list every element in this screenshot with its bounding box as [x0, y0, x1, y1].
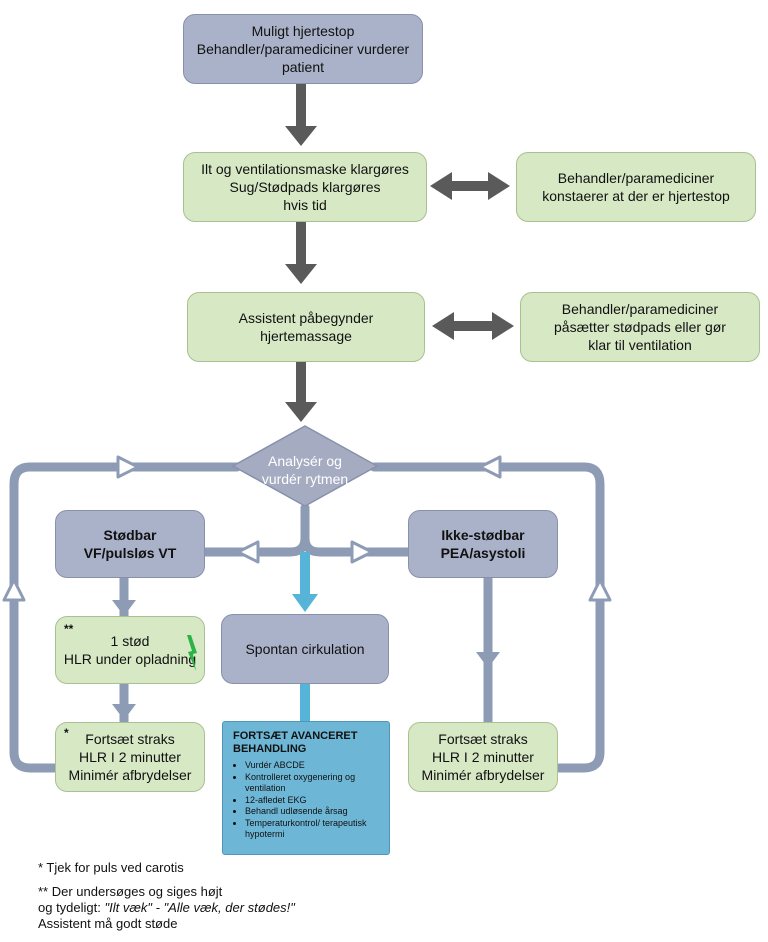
box-line: HLR under opladning — [63, 651, 197, 667]
box-line: VF/pulsløs VT — [83, 545, 177, 561]
box-line: PEA/asystoli — [440, 545, 526, 561]
box-line: patient — [281, 59, 325, 75]
box-line: hvis tid — [283, 197, 327, 213]
continue-cpr-right-box: Fortsæt straks HLR I 2 minutter Minimér … — [408, 722, 558, 792]
lightning-icon — [187, 635, 197, 671]
footnote-2: ** Der undersøges og siges højt og tydel… — [38, 884, 295, 932]
spontaneous-circulation-box: Spontan cirkulation — [221, 614, 389, 684]
non-shockable-rhythm-box: Ikke-stødbar PEA/asystoli — [408, 510, 558, 578]
note-quote: "Ilt væk" - "Alle væk, der stødes!" — [104, 900, 295, 915]
continue-cpr-left-box: Fortsæt straks HLR I 2 minutter Minimér … — [55, 722, 205, 792]
box-line: Analysér og — [268, 453, 342, 469]
box-line: Behandler/paramediciner vurderer — [196, 41, 410, 57]
advanced-treatment-box: FORTSÆT AVANCERET BEHANDLING Vurdér ABCD… — [222, 721, 390, 855]
advanced-item: 12-afledet EKG — [245, 795, 379, 807]
advanced-title: FORTSÆT AVANCERET — [233, 730, 358, 742]
prepare-equipment-box: Ilt og ventilationsmaske klargøres Sug/S… — [183, 152, 427, 222]
box-line: HLR I 2 minutter — [79, 749, 181, 765]
analyse-rhythm-label: Analysér og vurdér rytmen — [240, 452, 370, 488]
box-line: Assistent påbegynder — [238, 310, 374, 326]
advanced-item: Behandl udløsende årsag — [245, 806, 379, 818]
possible-cardiac-arrest-box: Muligt hjertestop Behandler/paramedicine… — [183, 14, 423, 84]
confirm-arrest-box: Behandler/paramediciner konstaerer at de… — [516, 152, 756, 222]
box-line: Muligt hjertestop — [251, 23, 355, 39]
box-line: Minimér afbrydelser — [68, 767, 192, 783]
box-line: 1 stød — [110, 633, 150, 649]
apply-pads-box: Behandler/paramediciner påsætter stødpad… — [520, 292, 760, 362]
shock-stars: ** — [64, 622, 74, 636]
advanced-item: Vurdér ABCDE — [245, 760, 379, 772]
box-line: Ikke-stødbar — [441, 527, 525, 543]
advanced-list: Vurdér ABCDE Kontrolleret oxygenering og… — [233, 760, 379, 841]
box-line: Fortsæt straks — [438, 731, 528, 747]
footnote-1: * Tjek for puls ved carotis — [38, 860, 184, 876]
box-line: påsætter stødpads eller gør — [554, 319, 726, 335]
continue-star: * — [64, 726, 69, 740]
one-shock-box: 1 stød HLR under opladning — [55, 616, 205, 684]
box-line: vurdér rytmen — [261, 471, 349, 487]
box-line: Ilt og ventilationsmaske klargøres — [201, 161, 409, 177]
note-prefix: og tydeligt: — [38, 900, 105, 915]
box-line: HLR I 2 minutter — [432, 749, 534, 765]
box-line: Behandler/paramediciner — [557, 170, 715, 186]
box-line: Sug/Stødpads klargøres — [229, 179, 381, 195]
advanced-item: Kontrolleret oxygenering og ventilation — [245, 772, 379, 795]
box-line: konstaerer at der er hjertestop — [542, 188, 730, 204]
start-compressions-box: Assistent påbegynder hjertemassage — [187, 292, 425, 362]
box-line: Minimér afbrydelser — [421, 767, 545, 783]
box-line: klar til ventilation — [588, 337, 692, 353]
note-line: * Tjek for puls ved carotis — [38, 860, 184, 875]
note-line: ** Der undersøges og siges højt — [38, 884, 223, 899]
analyse-diamond-shape — [231, 425, 379, 507]
shockable-rhythm-box: Stødbar VF/pulsløs VT — [55, 510, 205, 578]
note-line: og tydeligt: "Ilt væk" - "Alle væk, der … — [38, 900, 295, 916]
box-line: Stødbar — [103, 527, 157, 543]
note-line: Assistent må godt støde — [38, 916, 178, 931]
advanced-item: Temperaturkontrol/ terapeutisk hypotermi — [245, 818, 379, 841]
box-line: Fortsæt straks — [85, 731, 175, 747]
box-line: hjertemassage — [260, 328, 352, 344]
box-line: Spontan cirkulation — [245, 641, 365, 657]
advanced-title: BEHANDLING — [233, 743, 307, 755]
box-line: Behandler/paramediciner — [561, 301, 719, 317]
